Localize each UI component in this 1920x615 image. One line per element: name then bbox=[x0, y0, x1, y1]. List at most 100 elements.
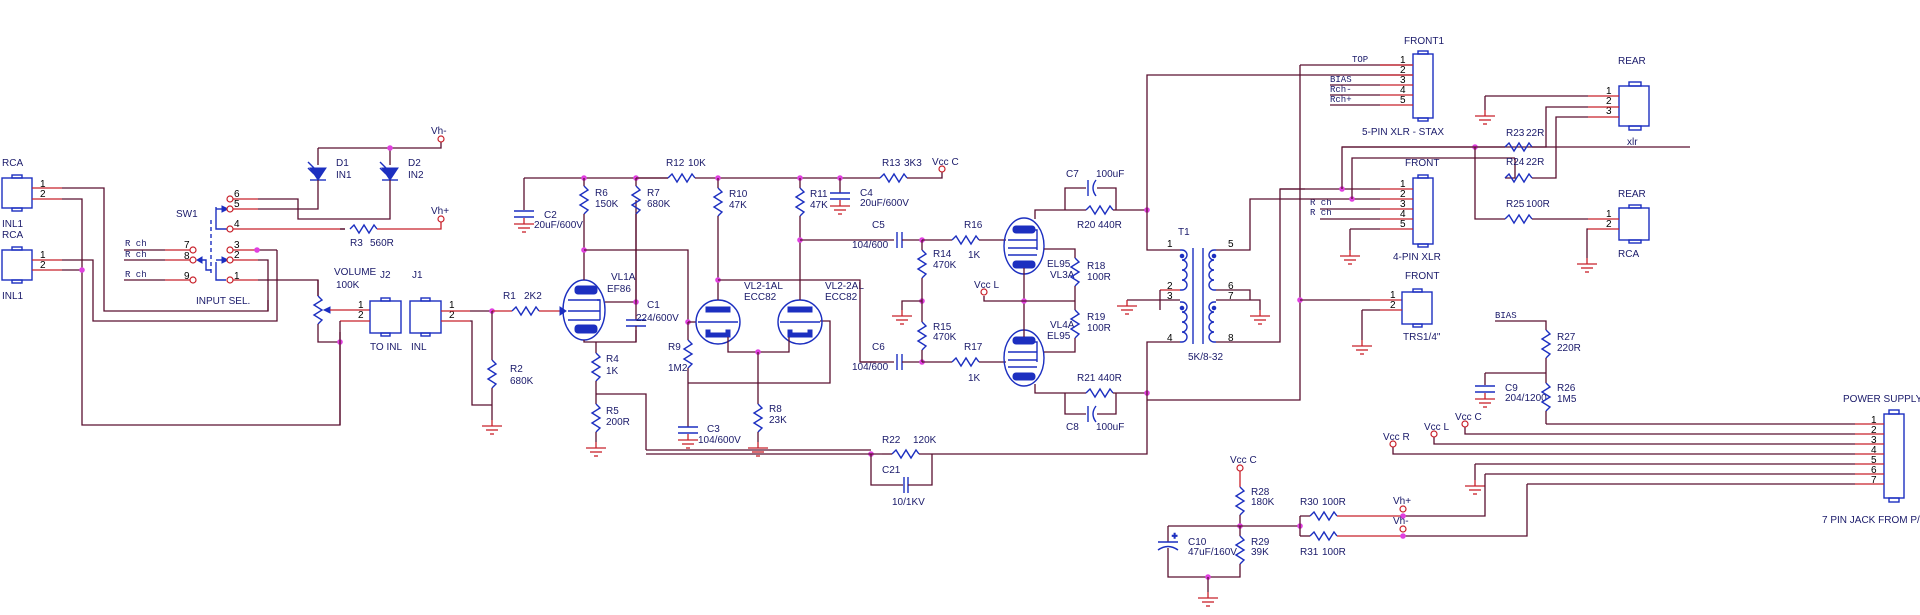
svg-text:1: 1 bbox=[1871, 415, 1877, 426]
svg-text:1M5: 1M5 bbox=[1557, 394, 1577, 405]
svg-text:Vh-: Vh- bbox=[431, 126, 447, 137]
vcc-r-terminal bbox=[1389, 440, 1397, 448]
svg-text:INL: INL bbox=[411, 342, 427, 353]
svg-text:3: 3 bbox=[1606, 106, 1612, 117]
svg-text:C8: C8 bbox=[1066, 422, 1079, 433]
svg-text:5K/8-32: 5K/8-32 bbox=[1188, 352, 1223, 363]
svg-text:R3: R3 bbox=[350, 238, 363, 249]
tube-vl1a: VL1A EF86 bbox=[559, 272, 636, 341]
svg-text:C10: C10 bbox=[1188, 537, 1207, 548]
svg-text:R20: R20 bbox=[1077, 220, 1096, 231]
vh-minus-terminal-2 bbox=[1399, 525, 1407, 533]
svg-text:47K: 47K bbox=[810, 200, 828, 211]
svg-text:5: 5 bbox=[1871, 455, 1877, 466]
svg-text:R29: R29 bbox=[1251, 537, 1270, 548]
resistor-r8: R8 23K bbox=[747, 352, 787, 457]
svg-text:7: 7 bbox=[184, 240, 190, 251]
connector-front-xlr: FRONT 4-PIN XLR 1 2 3 4 5 R ch R ch bbox=[1310, 158, 1441, 263]
svg-text:1K: 1K bbox=[606, 366, 619, 377]
svg-text:Vh+: Vh+ bbox=[431, 206, 449, 217]
resistor-r1: R1 2K2 bbox=[492, 291, 560, 317]
svg-text:1: 1 bbox=[1400, 179, 1406, 190]
svg-text:2: 2 bbox=[1606, 219, 1612, 230]
svg-text:1: 1 bbox=[234, 271, 240, 282]
resistor-r12: R12 10K bbox=[636, 158, 718, 184]
resistor-r31: R31 100R bbox=[1300, 530, 1405, 558]
svg-text:R7: R7 bbox=[647, 188, 660, 199]
svg-text:2: 2 bbox=[1606, 96, 1612, 107]
svg-text:T1: T1 bbox=[1178, 227, 1190, 238]
svg-text:R5: R5 bbox=[606, 406, 619, 417]
svg-text:TOP: TOP bbox=[1352, 55, 1368, 65]
svg-text:100R: 100R bbox=[1322, 547, 1346, 558]
svg-text:200R: 200R bbox=[606, 417, 630, 428]
svg-text:180K: 180K bbox=[1251, 497, 1275, 508]
svg-text:5: 5 bbox=[1400, 95, 1406, 106]
svg-text:R26: R26 bbox=[1557, 383, 1576, 394]
svg-text:R ch: R ch bbox=[125, 239, 147, 249]
svg-text:1: 1 bbox=[449, 300, 455, 311]
svg-text:TO INL: TO INL bbox=[370, 342, 402, 353]
resistor-r9: R9 1M2 bbox=[668, 322, 694, 427]
svg-text:6: 6 bbox=[1228, 281, 1234, 292]
svg-text:R11: R11 bbox=[810, 189, 828, 200]
input-selector-switch[interactable]: SW1 INPUT SEL. R ch R ch R ch 7 8 9 6 5 … bbox=[124, 189, 250, 307]
input-rca-2: RCA INL1 1 2 bbox=[1, 230, 46, 302]
resistor-r17: R17 1K bbox=[922, 342, 1006, 384]
svg-text:10K: 10K bbox=[688, 158, 706, 169]
svg-text:1: 1 bbox=[1606, 209, 1612, 220]
svg-text:2K2: 2K2 bbox=[524, 291, 542, 302]
svg-text:150K: 150K bbox=[595, 199, 619, 210]
resistor-r6: R6 150K bbox=[578, 178, 619, 250]
svg-text:Vcc L: Vcc L bbox=[1424, 422, 1449, 433]
svg-text:2: 2 bbox=[1871, 425, 1877, 436]
tube-vl3a: EL95 VL3A bbox=[1003, 217, 1075, 281]
svg-text:R ch: R ch bbox=[1310, 208, 1332, 218]
svg-text:R1: R1 bbox=[503, 291, 516, 302]
svg-text:3: 3 bbox=[1871, 435, 1877, 446]
svg-text:23K: 23K bbox=[769, 415, 787, 426]
svg-text:20uF/600V: 20uF/600V bbox=[860, 198, 909, 209]
sw1-ref: SW1 bbox=[176, 209, 198, 220]
svg-text:2: 2 bbox=[234, 250, 240, 261]
svg-text:100R: 100R bbox=[1322, 497, 1346, 508]
svg-text:20uF/600V: 20uF/600V bbox=[534, 220, 583, 231]
svg-text:VL2-2AL: VL2-2AL bbox=[825, 281, 864, 292]
svg-text:104/600: 104/600 bbox=[852, 240, 889, 251]
vcc-c-terminal-1 bbox=[938, 165, 946, 173]
resistor-r23: R23 22R bbox=[1504, 106, 1588, 153]
svg-text:2: 2 bbox=[1167, 281, 1173, 292]
svg-text:C2: C2 bbox=[544, 210, 557, 221]
svg-text:100R: 100R bbox=[1526, 199, 1550, 210]
svg-text:EL95: EL95 bbox=[1047, 259, 1071, 270]
resistor-r24: R24 22R bbox=[1504, 116, 1588, 184]
connector-front1-stax: FRONT1 5-PIN XLR - STAX 1 2 3 4 5 TOP BI… bbox=[1330, 36, 1444, 138]
svg-text:R14: R14 bbox=[933, 249, 952, 260]
svg-text:5-PIN XLR - STAX: 5-PIN XLR - STAX bbox=[1362, 127, 1444, 138]
resistor-r15: R15 470K bbox=[916, 301, 957, 362]
capacitor-c4: C4 20uF/600V bbox=[829, 178, 909, 215]
svg-text:C4: C4 bbox=[860, 188, 873, 199]
svg-text:104/600: 104/600 bbox=[852, 362, 889, 373]
svg-text:FRONT: FRONT bbox=[1405, 271, 1439, 282]
svg-text:C21: C21 bbox=[882, 465, 901, 476]
rca1-title: RCA bbox=[2, 158, 23, 169]
resistor-r22: R22 120K bbox=[646, 393, 1148, 460]
resistor-r20: R20 440R bbox=[1077, 204, 1147, 231]
resistor-r3: R3 560R bbox=[340, 222, 442, 249]
svg-text:R30: R30 bbox=[1300, 497, 1319, 508]
svg-text:IN2: IN2 bbox=[408, 170, 424, 181]
volume-pot[interactable]: VOLUME 100K bbox=[312, 267, 377, 343]
svg-text:470K: 470K bbox=[933, 260, 957, 271]
svg-text:R ch: R ch bbox=[1310, 198, 1332, 208]
svg-text:4: 4 bbox=[1871, 445, 1877, 456]
svg-text:REAR: REAR bbox=[1618, 56, 1646, 67]
svg-text:7: 7 bbox=[1871, 475, 1877, 486]
resistor-r28: R28 180K bbox=[1234, 471, 1275, 526]
svg-text:1: 1 bbox=[1167, 239, 1173, 250]
svg-text:R28: R28 bbox=[1251, 487, 1270, 498]
svg-text:TRS1/4": TRS1/4" bbox=[1403, 332, 1441, 343]
svg-text:224/600V: 224/600V bbox=[636, 313, 679, 324]
svg-text:2: 2 bbox=[1390, 300, 1396, 311]
svg-text:VL2-1AL: VL2-1AL bbox=[744, 281, 783, 292]
